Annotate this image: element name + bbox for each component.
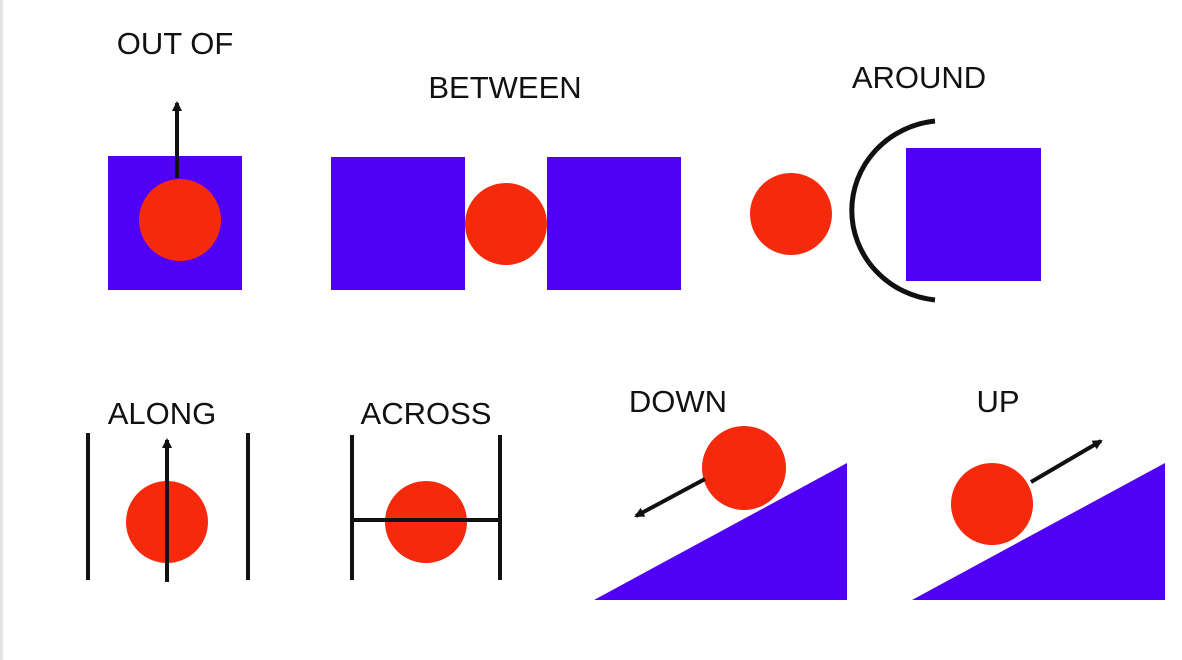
between-right-square <box>547 157 681 290</box>
label-between: BETWEEN <box>428 70 582 105</box>
up-arrow <box>1029 439 1103 484</box>
down-arrow <box>634 477 706 518</box>
label-up: UP <box>976 384 1020 419</box>
around-figure <box>750 118 1041 303</box>
around-arc <box>849 118 936 303</box>
label-across: ACROSS <box>360 396 492 431</box>
up-ball <box>951 463 1033 545</box>
label-around: AROUND <box>851 60 987 95</box>
out-of-ball <box>139 179 221 261</box>
between-figure <box>331 157 681 290</box>
around-ball <box>750 173 832 255</box>
label-out-of: OUT OF <box>116 26 234 61</box>
between-left-square <box>331 157 465 290</box>
label-down: DOWN <box>628 384 728 419</box>
up-figure <box>912 439 1165 600</box>
along-figure <box>86 433 250 582</box>
up-ramp <box>912 463 1165 600</box>
left-frame-edge <box>0 0 3 660</box>
down-ramp <box>594 463 847 600</box>
around-square <box>906 148 1041 281</box>
down-ball <box>702 426 786 510</box>
label-along: ALONG <box>107 396 217 431</box>
out-of-figure <box>108 101 242 290</box>
across-figure <box>350 435 502 580</box>
down-figure <box>594 426 847 600</box>
between-ball <box>465 183 547 265</box>
